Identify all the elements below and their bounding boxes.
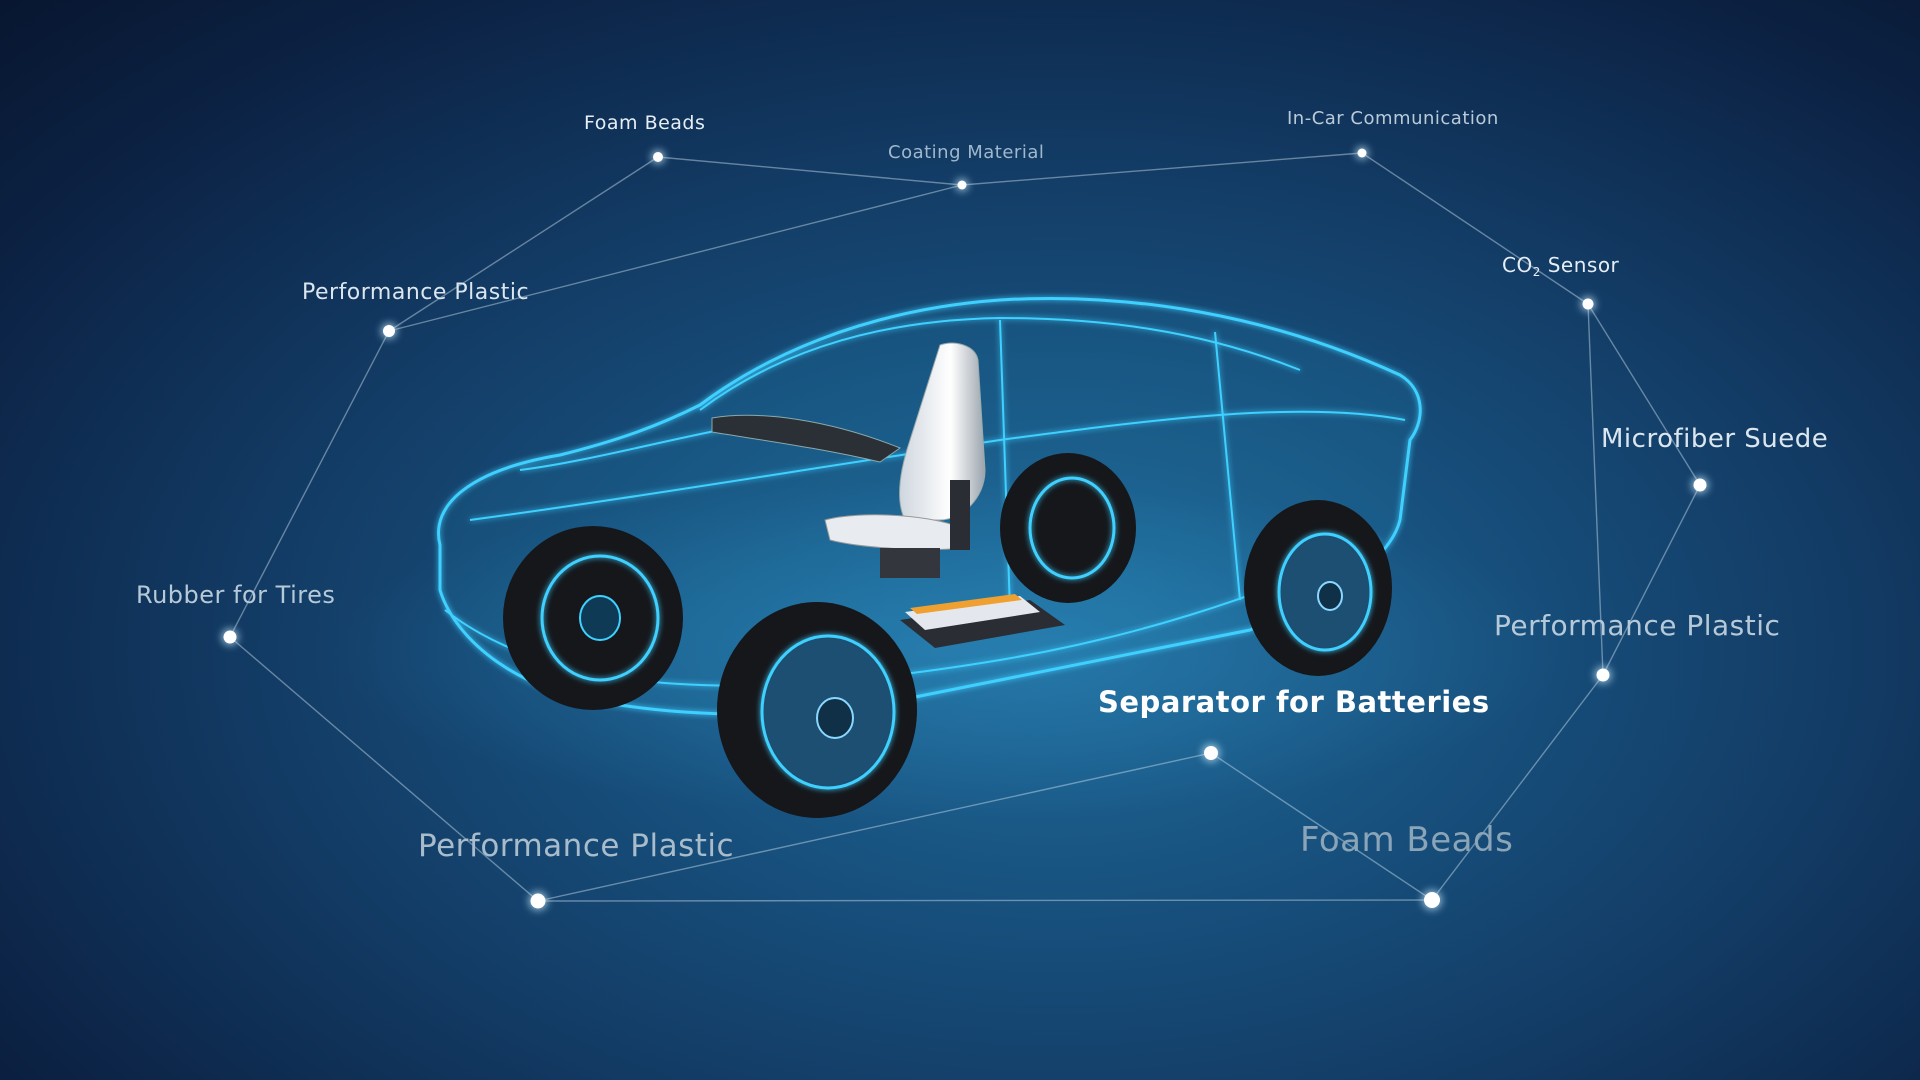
node-rubber-for-tires: [223, 630, 237, 644]
label-microfiber-suede: Microfiber Suede: [1601, 424, 1829, 454]
car-roofline: [699, 316, 1301, 411]
label-coating-material: Coating Material: [888, 142, 1045, 163]
co2-prefix: CO: [1502, 253, 1533, 277]
driver-seat: [824, 342, 986, 578]
connector-line: [1587, 303, 1604, 676]
connector-lines: [229, 152, 1701, 902]
label-rubber-for-tires: Rubber for Tires: [136, 581, 336, 609]
node-microfiber-suede: [1693, 478, 1707, 492]
front-right-wheel: [1244, 500, 1392, 676]
node-co2-sensor: [1582, 298, 1594, 310]
label-separator-for-batteries: Separator for Batteries: [1098, 685, 1490, 719]
label-performance-plastic-bottom: Performance Plastic: [418, 828, 735, 864]
label-performance-plastic-right: Performance Plastic: [1494, 609, 1781, 642]
node-in-car-communication: [1357, 148, 1367, 158]
connector-line: [388, 184, 963, 332]
connector-line: [1210, 752, 1433, 901]
label-performance-plastic-top-left: Performance Plastic: [302, 280, 530, 305]
label-co2-sensor: CO2 Sensor: [1502, 253, 1619, 279]
label-foam-beads-bottom: Foam Beads: [1300, 820, 1514, 860]
connector-line: [1431, 674, 1604, 901]
co2-subscript: 2: [1532, 265, 1541, 279]
car-beltline: [469, 410, 1406, 521]
dashboard: [711, 414, 902, 463]
car-door-line-2: [1214, 331, 1241, 601]
connector-line: [1587, 303, 1701, 486]
node-separator-for-batteries: [1204, 746, 1218, 760]
connector-line: [961, 152, 1363, 186]
rear-right-wheel: [1000, 453, 1136, 603]
connector-line: [537, 752, 1212, 902]
connector-line: [657, 156, 963, 186]
node-performance-plastic-right: [1596, 668, 1610, 682]
car-illustration: [437, 296, 1422, 818]
node-foam-beads-bottom: [1424, 892, 1440, 908]
battery-pack: [900, 594, 1065, 648]
node-foam-beads-top: [653, 152, 663, 162]
connector-line: [1602, 484, 1701, 676]
connector-line: [1361, 152, 1589, 305]
connector-line: [388, 156, 659, 332]
front-left-wheel: [717, 602, 917, 818]
label-in-car-communication: In-Car Communication: [1287, 108, 1499, 129]
node-performance-plastic-bottom: [530, 893, 546, 909]
connector-line: [537, 899, 1433, 902]
connector-line: [229, 636, 539, 902]
node-coating-material: [957, 180, 967, 190]
label-foam-beads-top: Foam Beads: [584, 112, 706, 134]
rear-left-wheel: [503, 526, 683, 710]
car-body-outline: [437, 296, 1422, 716]
connector-line: [229, 330, 390, 638]
co2-suffix: Sensor: [1540, 253, 1620, 277]
node-performance-plastic-top-left: [383, 325, 395, 337]
